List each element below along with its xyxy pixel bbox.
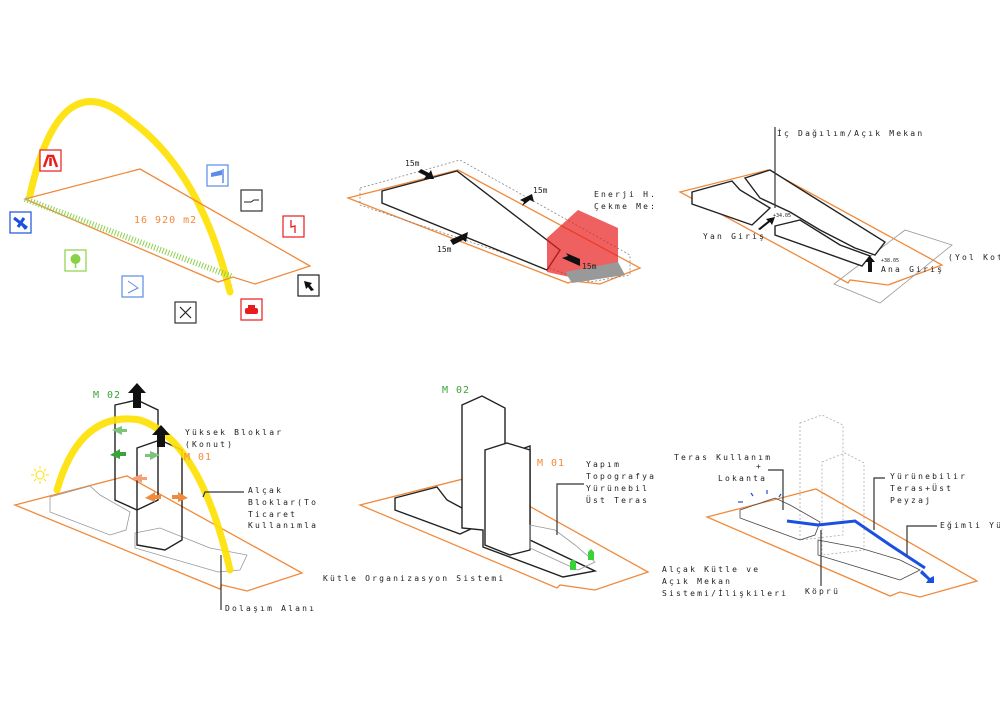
- panel-setbacks: 15m 15m 15m 15m Enerji H. Çekme Me:: [345, 159, 657, 285]
- entry-arrow-icon: [920, 570, 934, 583]
- road-plane: [833, 229, 953, 304]
- side-entry-label: Yan Giriş: [703, 232, 766, 241]
- sun-path-arc: [26, 98, 234, 296]
- arrow-icon: [418, 169, 434, 179]
- contour-line-icon: [240, 189, 263, 212]
- m02-label: M 02: [93, 390, 121, 401]
- terrace-label: +: [756, 462, 763, 471]
- setback-label: 15m: [437, 245, 452, 254]
- setback-label: 15m: [405, 159, 420, 168]
- car-icon: [240, 298, 263, 321]
- view-rays-icon: [738, 490, 782, 503]
- terrace-label: Lokanta: [718, 474, 767, 483]
- setback-envelope: [359, 159, 631, 283]
- sun-path-arc: [53, 415, 234, 574]
- site-parcel: [704, 488, 979, 598]
- north-arrow-icon: [297, 274, 320, 297]
- mass-organization-title: Kütle Organizasyon Sistemi: [323, 574, 505, 583]
- highway-icon: [39, 149, 62, 172]
- high-blocks-label: Yüksek Bloklar: [185, 428, 283, 437]
- tower-ghost-m02: [799, 414, 844, 541]
- leader-line: [768, 469, 784, 510]
- terrace-label: Teras Kullanım: [674, 453, 772, 462]
- arrow-icon: [450, 232, 468, 245]
- low-block-west: [49, 485, 131, 536]
- walkable-label: Yürünebilir: [890, 472, 967, 481]
- energy-label: Çekme Me:: [594, 202, 657, 211]
- up-arrow-icon: [152, 425, 170, 447]
- sun-icon: [31, 466, 49, 484]
- m01-label: M 01: [537, 458, 565, 469]
- road-level-label: (Yol Kot: [948, 253, 1000, 262]
- up-arrow-icon: [570, 549, 594, 570]
- construction-note: Üst Teras: [586, 495, 649, 505]
- setback-label: 15m: [582, 262, 597, 271]
- tower-m01: [484, 442, 531, 556]
- tree-icon: [64, 249, 87, 272]
- low-blocks-label: Bloklar(To: [248, 498, 318, 507]
- low-blocks-label: Alçak: [248, 486, 283, 495]
- level-side: +34.05: [773, 213, 791, 219]
- green-hatch-edge: [23, 196, 235, 280]
- leader-line: [202, 491, 244, 498]
- main-entry-arrow-icon: [865, 256, 875, 272]
- terrace-volume: [529, 524, 596, 571]
- low-block-west: [691, 180, 772, 226]
- panel-site-analysis: 16 920 m2: [9, 98, 320, 324]
- level-main: +38.05: [881, 258, 899, 264]
- low-block-east: [743, 169, 887, 256]
- energy-label: Enerji H.: [594, 190, 657, 199]
- leader-line: [556, 483, 584, 535]
- m02-label: M 02: [442, 385, 470, 396]
- system-label: Açık Mekan: [662, 577, 732, 586]
- system-label: Alçak Kütle ve: [662, 565, 760, 574]
- tower-ghost-m01: [821, 452, 865, 556]
- windsock-icon: [206, 164, 229, 187]
- airplane-icon: [9, 211, 32, 234]
- side-entry-arrow-icon: [758, 217, 775, 230]
- cross-icon: [174, 301, 197, 324]
- arrow-icon: [520, 194, 534, 206]
- main-entry-label: Ana Giriş: [881, 265, 944, 274]
- circulation-label: Dolaşım Alanı: [225, 604, 316, 613]
- panel-open-space: Teras Kullanım + Lokanta Yürünebilir Ter…: [662, 414, 1000, 598]
- direction-arrow-icon: [121, 275, 144, 298]
- walkway-path: [786, 519, 926, 570]
- system-label: Sistemi/İlişkileri: [662, 588, 788, 598]
- site-parcel: [345, 169, 642, 285]
- panel-blocks: M 02 M 01 Yüksek Bloklar (Konut) Alçak B…: [12, 383, 318, 613]
- low-block-east: [817, 539, 921, 581]
- leader-line: [873, 477, 885, 530]
- energy-setback-volume: [547, 210, 618, 281]
- walkable-label: Teras+Üst: [890, 483, 953, 493]
- construction-note: Yapım: [586, 460, 621, 469]
- lightning-icon: [282, 215, 305, 238]
- walkable-label: Peyzaj: [890, 496, 932, 505]
- slope-label: Eğimli Yüz: [940, 521, 1000, 530]
- view-arrows: [110, 426, 188, 502]
- low-block-east: [134, 527, 248, 573]
- setback-strip: [565, 262, 625, 283]
- interior-label: İç Dağılım/Açık Mekan: [777, 128, 924, 138]
- low-blocks-label: Ticaret: [248, 510, 297, 519]
- construction-note: Yürünebil: [586, 484, 649, 493]
- low-block-west: [739, 497, 821, 541]
- high-blocks-label: (Konut): [185, 440, 234, 449]
- setback-arrows: [418, 169, 580, 266]
- up-arrow-icon: [128, 383, 146, 408]
- site-area-label: 16 920 m2: [134, 215, 197, 226]
- bridge-label: Köprü: [805, 587, 840, 596]
- m01-label: M 01: [184, 452, 212, 463]
- site-parcel: [23, 168, 312, 285]
- construction-note: Topografya: [586, 472, 656, 481]
- panel-mass-organization: M 02 M 01 Yapım Topografya Yürünebil Üst…: [323, 385, 656, 591]
- setback-label: 15m: [533, 186, 548, 195]
- panel-access: İç Dağılım/Açık Mekan Yan Giriş Ana Giri…: [678, 127, 1000, 304]
- site-parcel: [12, 475, 304, 592]
- leader-line: [906, 525, 937, 555]
- low-blocks-label: Kullanımla: [248, 521, 318, 530]
- arrow-icon: [562, 253, 580, 266]
